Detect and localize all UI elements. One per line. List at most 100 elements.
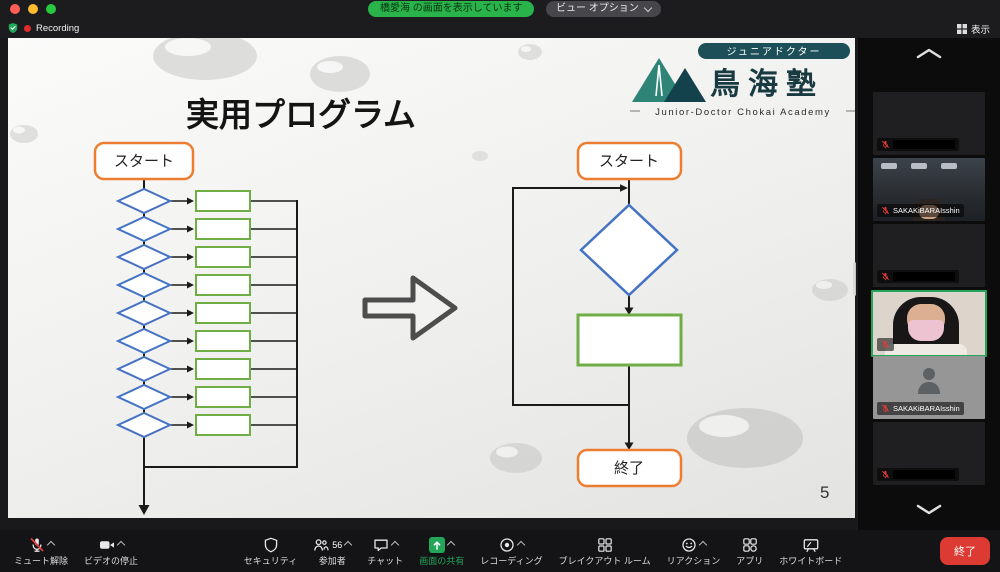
flow-step <box>115 299 298 327</box>
participant-name: SAKAKiBARAIsshin <box>893 206 960 215</box>
view-button[interactable]: 表示 <box>956 22 990 36</box>
view-options-dropdown[interactable]: ビュー オプション <box>546 1 661 17</box>
process-box <box>195 190 251 212</box>
chevron-up-icon[interactable] <box>698 540 708 549</box>
share-screen-button[interactable]: 画面の共有 <box>411 530 472 572</box>
record-dot-icon <box>24 24 31 32</box>
participant-nameplate <box>877 468 959 481</box>
page-number: 5 <box>820 483 829 502</box>
presentation-slide: 実用プログラム ジュニアドクター 鳥海塾 Junior-Doctor Choka… <box>8 38 855 518</box>
participant-tile[interactable]: SAKAKiBARAIsshin <box>873 356 985 419</box>
chevron-up-icon <box>916 48 942 59</box>
unmute-button[interactable]: ミュート解除 <box>6 530 76 572</box>
start-terminator <box>576 141 683 181</box>
chevron-up-icon[interactable] <box>446 540 456 549</box>
flow-step <box>115 355 298 383</box>
start-terminator <box>93 141 195 181</box>
process-box <box>195 246 251 268</box>
chevron-up-icon[interactable] <box>390 540 399 549</box>
process-box <box>195 218 251 240</box>
muted-mic-icon <box>882 404 889 413</box>
video-content <box>881 163 957 169</box>
avatar-silhouette-icon <box>918 368 940 394</box>
decision-diamond <box>115 243 173 271</box>
chevron-up-icon[interactable] <box>516 540 526 549</box>
participants-button[interactable]: 56 参加者 <box>305 530 359 572</box>
recording-button[interactable]: レコーディング <box>472 530 550 572</box>
meeting-toolbar: ミュート解除 ビデオの停止 セ <box>0 530 1000 572</box>
participant-nameplate: SAKAKiBARAIsshin <box>877 402 964 415</box>
stage-scrollbar[interactable] <box>853 262 856 296</box>
screen-share-banner: 橋愛海 の画面を表示しています <box>368 1 535 17</box>
decision-diamond <box>115 355 173 383</box>
participant-nameplate: SAKAKiBARAIsshin <box>877 204 964 217</box>
decision-diamond <box>115 187 173 215</box>
participant-tile[interactable] <box>873 224 985 287</box>
process-box <box>195 274 251 296</box>
view-label: 表示 <box>970 25 990 36</box>
participant-tile[interactable] <box>873 422 985 485</box>
participants-strip: SAKAKiBARAIsshin <box>858 38 1000 530</box>
whiteboard-icon <box>803 538 819 552</box>
start-label: スタート <box>599 153 659 170</box>
reactions-button[interactable]: リアクション <box>659 530 729 572</box>
chevron-down-icon <box>916 504 942 515</box>
flow-step <box>115 271 298 299</box>
process-box <box>195 386 251 408</box>
apps-button[interactable]: アプリ <box>728 530 771 572</box>
chevron-up-icon[interactable] <box>46 540 55 549</box>
muted-mic-icon <box>30 537 43 552</box>
minimize-window-button[interactable] <box>28 4 38 14</box>
reactions-smiley-icon <box>682 537 696 552</box>
participant-nameplate <box>877 338 894 351</box>
end-terminator <box>576 448 683 488</box>
chevron-up-icon[interactable] <box>344 540 353 549</box>
mountain-logo-icon <box>632 58 706 102</box>
participants-count: 56 <box>332 539 343 550</box>
chat-button[interactable]: チャット <box>359 530 411 572</box>
muted-mic-icon <box>882 470 889 479</box>
stop-video-button[interactable]: ビデオの停止 <box>76 530 146 572</box>
close-window-button[interactable] <box>10 4 20 14</box>
window-controls <box>10 4 56 14</box>
record-icon <box>500 537 514 552</box>
process-box <box>576 313 683 367</box>
participant-tile[interactable]: SAKAKiBARAIsshin <box>873 158 985 221</box>
video-content <box>908 320 944 341</box>
process-box <box>195 358 251 380</box>
participant-tile-active[interactable] <box>871 290 987 357</box>
whiteboard-button[interactable]: ホワイトボード <box>771 530 850 572</box>
flow-step <box>115 327 298 355</box>
view-options-label: ビュー オプション <box>556 3 639 14</box>
decision-diamond <box>115 327 173 355</box>
breakout-rooms-icon <box>597 537 612 552</box>
screen-share-banner-text: 橋愛海 の画面を表示しています <box>380 3 523 14</box>
droplet-decorations <box>10 38 848 486</box>
scroll-down-button[interactable] <box>858 504 1000 515</box>
chat-bubble-icon <box>374 539 388 551</box>
right-flowchart: スタート 終了 <box>512 141 683 488</box>
breakout-rooms-button[interactable]: ブレイクアウト ルーム <box>551 530 659 572</box>
redacted-name <box>893 470 955 479</box>
participant-tile[interactable] <box>873 92 985 155</box>
process-box <box>195 302 251 324</box>
recording-label: Recording <box>36 22 80 34</box>
flow-step <box>115 383 298 411</box>
decision-diamond <box>115 411 173 439</box>
logo-name: 鳥海塾 <box>710 67 824 101</box>
participant-nameplate <box>877 138 959 151</box>
zoom-window-button[interactable] <box>46 4 56 14</box>
chevron-up-icon[interactable] <box>116 540 125 549</box>
end-label: 終了 <box>614 460 644 477</box>
muted-mic-icon <box>882 340 889 349</box>
security-button[interactable]: セキュリティ <box>236 530 305 572</box>
end-meeting-button[interactable]: 終了 <box>939 537 990 565</box>
redacted-name <box>893 272 955 281</box>
slide-title: 実用プログラム <box>186 96 416 133</box>
flow-step <box>115 243 298 271</box>
participants-icon <box>314 538 329 551</box>
scroll-up-button[interactable] <box>858 48 1000 59</box>
apps-icon <box>742 537 757 552</box>
share-screen-icon <box>429 536 446 553</box>
